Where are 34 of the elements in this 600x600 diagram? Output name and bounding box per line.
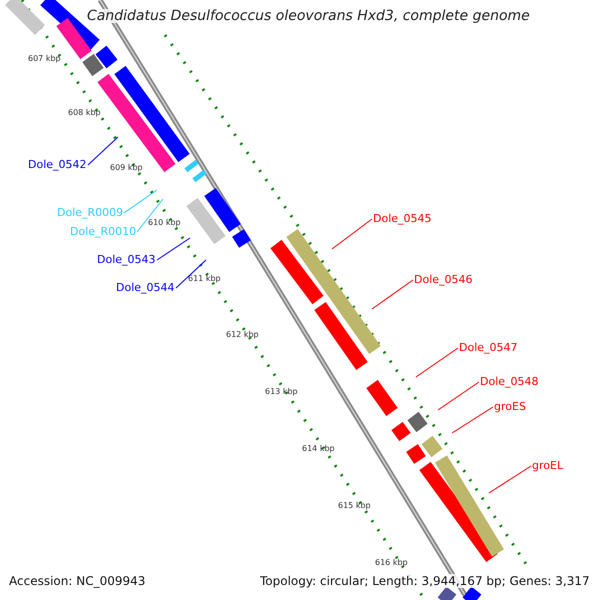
scale-label: 613 kbp: [265, 386, 298, 398]
scale-label: 614 kbp: [302, 443, 335, 455]
leader-line: [488, 466, 532, 494]
gene-label: Dole_R0009: [57, 206, 124, 220]
leader-line: [156, 238, 190, 260]
gene-label: groEL: [532, 459, 564, 473]
gene-label: Dole_0547: [459, 341, 518, 355]
scale-label: 612 kbp: [226, 329, 259, 341]
info-text: Accession: NC_009943: [9, 574, 146, 588]
leader-line: [416, 348, 458, 378]
gene-label: Dole_0545: [373, 212, 432, 226]
gene-label: Dole_0548: [480, 375, 539, 389]
leader-line: [176, 260, 206, 288]
info-text: Topology: circular; Length: 3,944,167 bp; Genes: 3,317: [260, 574, 590, 588]
gene-label: groES: [494, 400, 526, 414]
leader-line: [438, 382, 480, 410]
gene-label: Dole_0546: [414, 273, 473, 287]
leader-line: [136, 198, 164, 232]
leader-line: [452, 406, 494, 434]
leader-line: [88, 136, 118, 166]
scale-label: 607 kbp: [28, 53, 61, 65]
leader-line: [124, 190, 158, 214]
gene-label: Dole_0544: [116, 281, 175, 295]
scale-label: 610 kbp: [148, 217, 181, 229]
scale-label: 609 kbp: [110, 162, 143, 174]
leader-line: [332, 218, 372, 250]
leader-line: [372, 280, 414, 310]
scale-label: 616 kbp: [375, 557, 408, 569]
scale-label: 608 kbp: [68, 107, 101, 119]
scale-label: 611 kbp: [188, 273, 221, 285]
gene-label: Dole_R0010: [70, 225, 136, 239]
gene-label: Dole_0543: [97, 253, 156, 267]
scale-label: 615 kbp: [338, 500, 371, 512]
gene-label: Dole_0542: [28, 158, 87, 172]
